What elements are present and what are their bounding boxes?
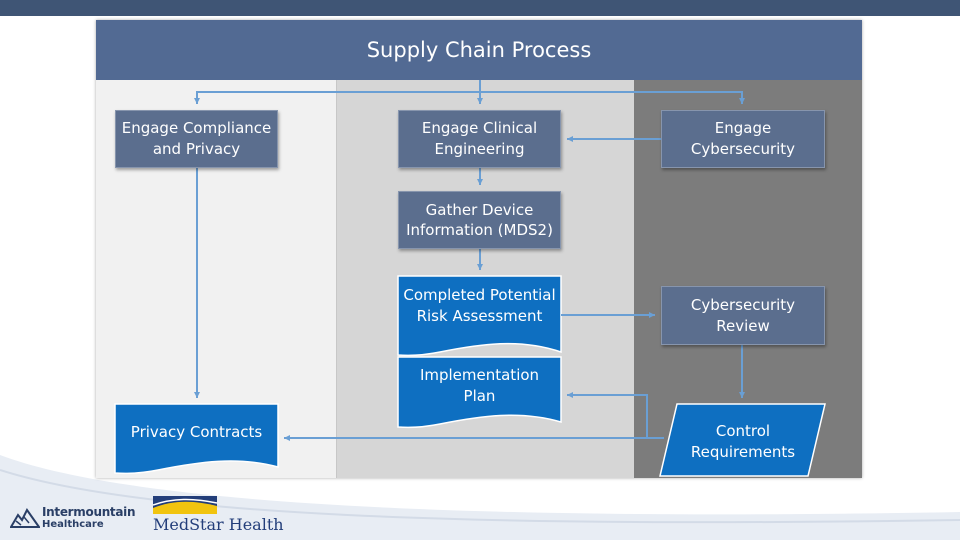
node-privacy-contracts: Privacy Contracts xyxy=(115,419,278,445)
intermountain-mountain-icon xyxy=(10,508,40,528)
node-implementation-plan: Implementation Plan xyxy=(398,364,561,408)
top-banner xyxy=(0,0,960,16)
intermountain-line2: Healthcare xyxy=(42,519,104,530)
node-engage-clinical-label: Engage Clinical Engineering xyxy=(421,119,538,158)
medstar-flag-icon xyxy=(153,496,217,514)
node-gather-device: Gather Device Information (MDS2) xyxy=(398,191,561,249)
intermountain-line1: Intermountain xyxy=(42,505,136,519)
node-gather-device-label: Gather Device Information (MDS2) xyxy=(406,201,553,239)
node-engage-compliance: Engage Compliance and Privacy xyxy=(115,110,278,168)
node-control-requirements-label: Control Requirements xyxy=(690,422,796,461)
node-risk-assessment-label: Completed Potential Risk Assessment xyxy=(403,286,556,325)
node-engage-cyber: Engage Cybersecurity xyxy=(661,110,825,168)
medstar-wordmark: MedStar Health xyxy=(153,515,284,534)
node-risk-assessment: Completed Potential Risk Assessment xyxy=(398,274,561,338)
node-engage-clinical: Engage Clinical Engineering xyxy=(398,110,561,168)
intermountain-logo: Intermountain Healthcare xyxy=(10,505,140,535)
node-engage-cyber-label: Engage Cybersecurity xyxy=(690,119,796,158)
node-engage-compliance-label: Engage Compliance and Privacy xyxy=(121,119,272,158)
diagram-frame: Supply Chain Process xyxy=(96,20,862,478)
node-cyber-review: Cybersecurity Review xyxy=(661,286,825,345)
node-cyber-review-label: Cybersecurity Review xyxy=(690,295,796,335)
medstar-logo: MedStar Health xyxy=(153,496,284,538)
node-privacy-contracts-label: Privacy Contracts xyxy=(130,422,263,441)
diagram-title: Supply Chain Process xyxy=(96,20,862,80)
node-control-requirements: Control Requirements xyxy=(670,419,816,465)
node-implementation-plan-label: Implementation Plan xyxy=(419,366,540,405)
